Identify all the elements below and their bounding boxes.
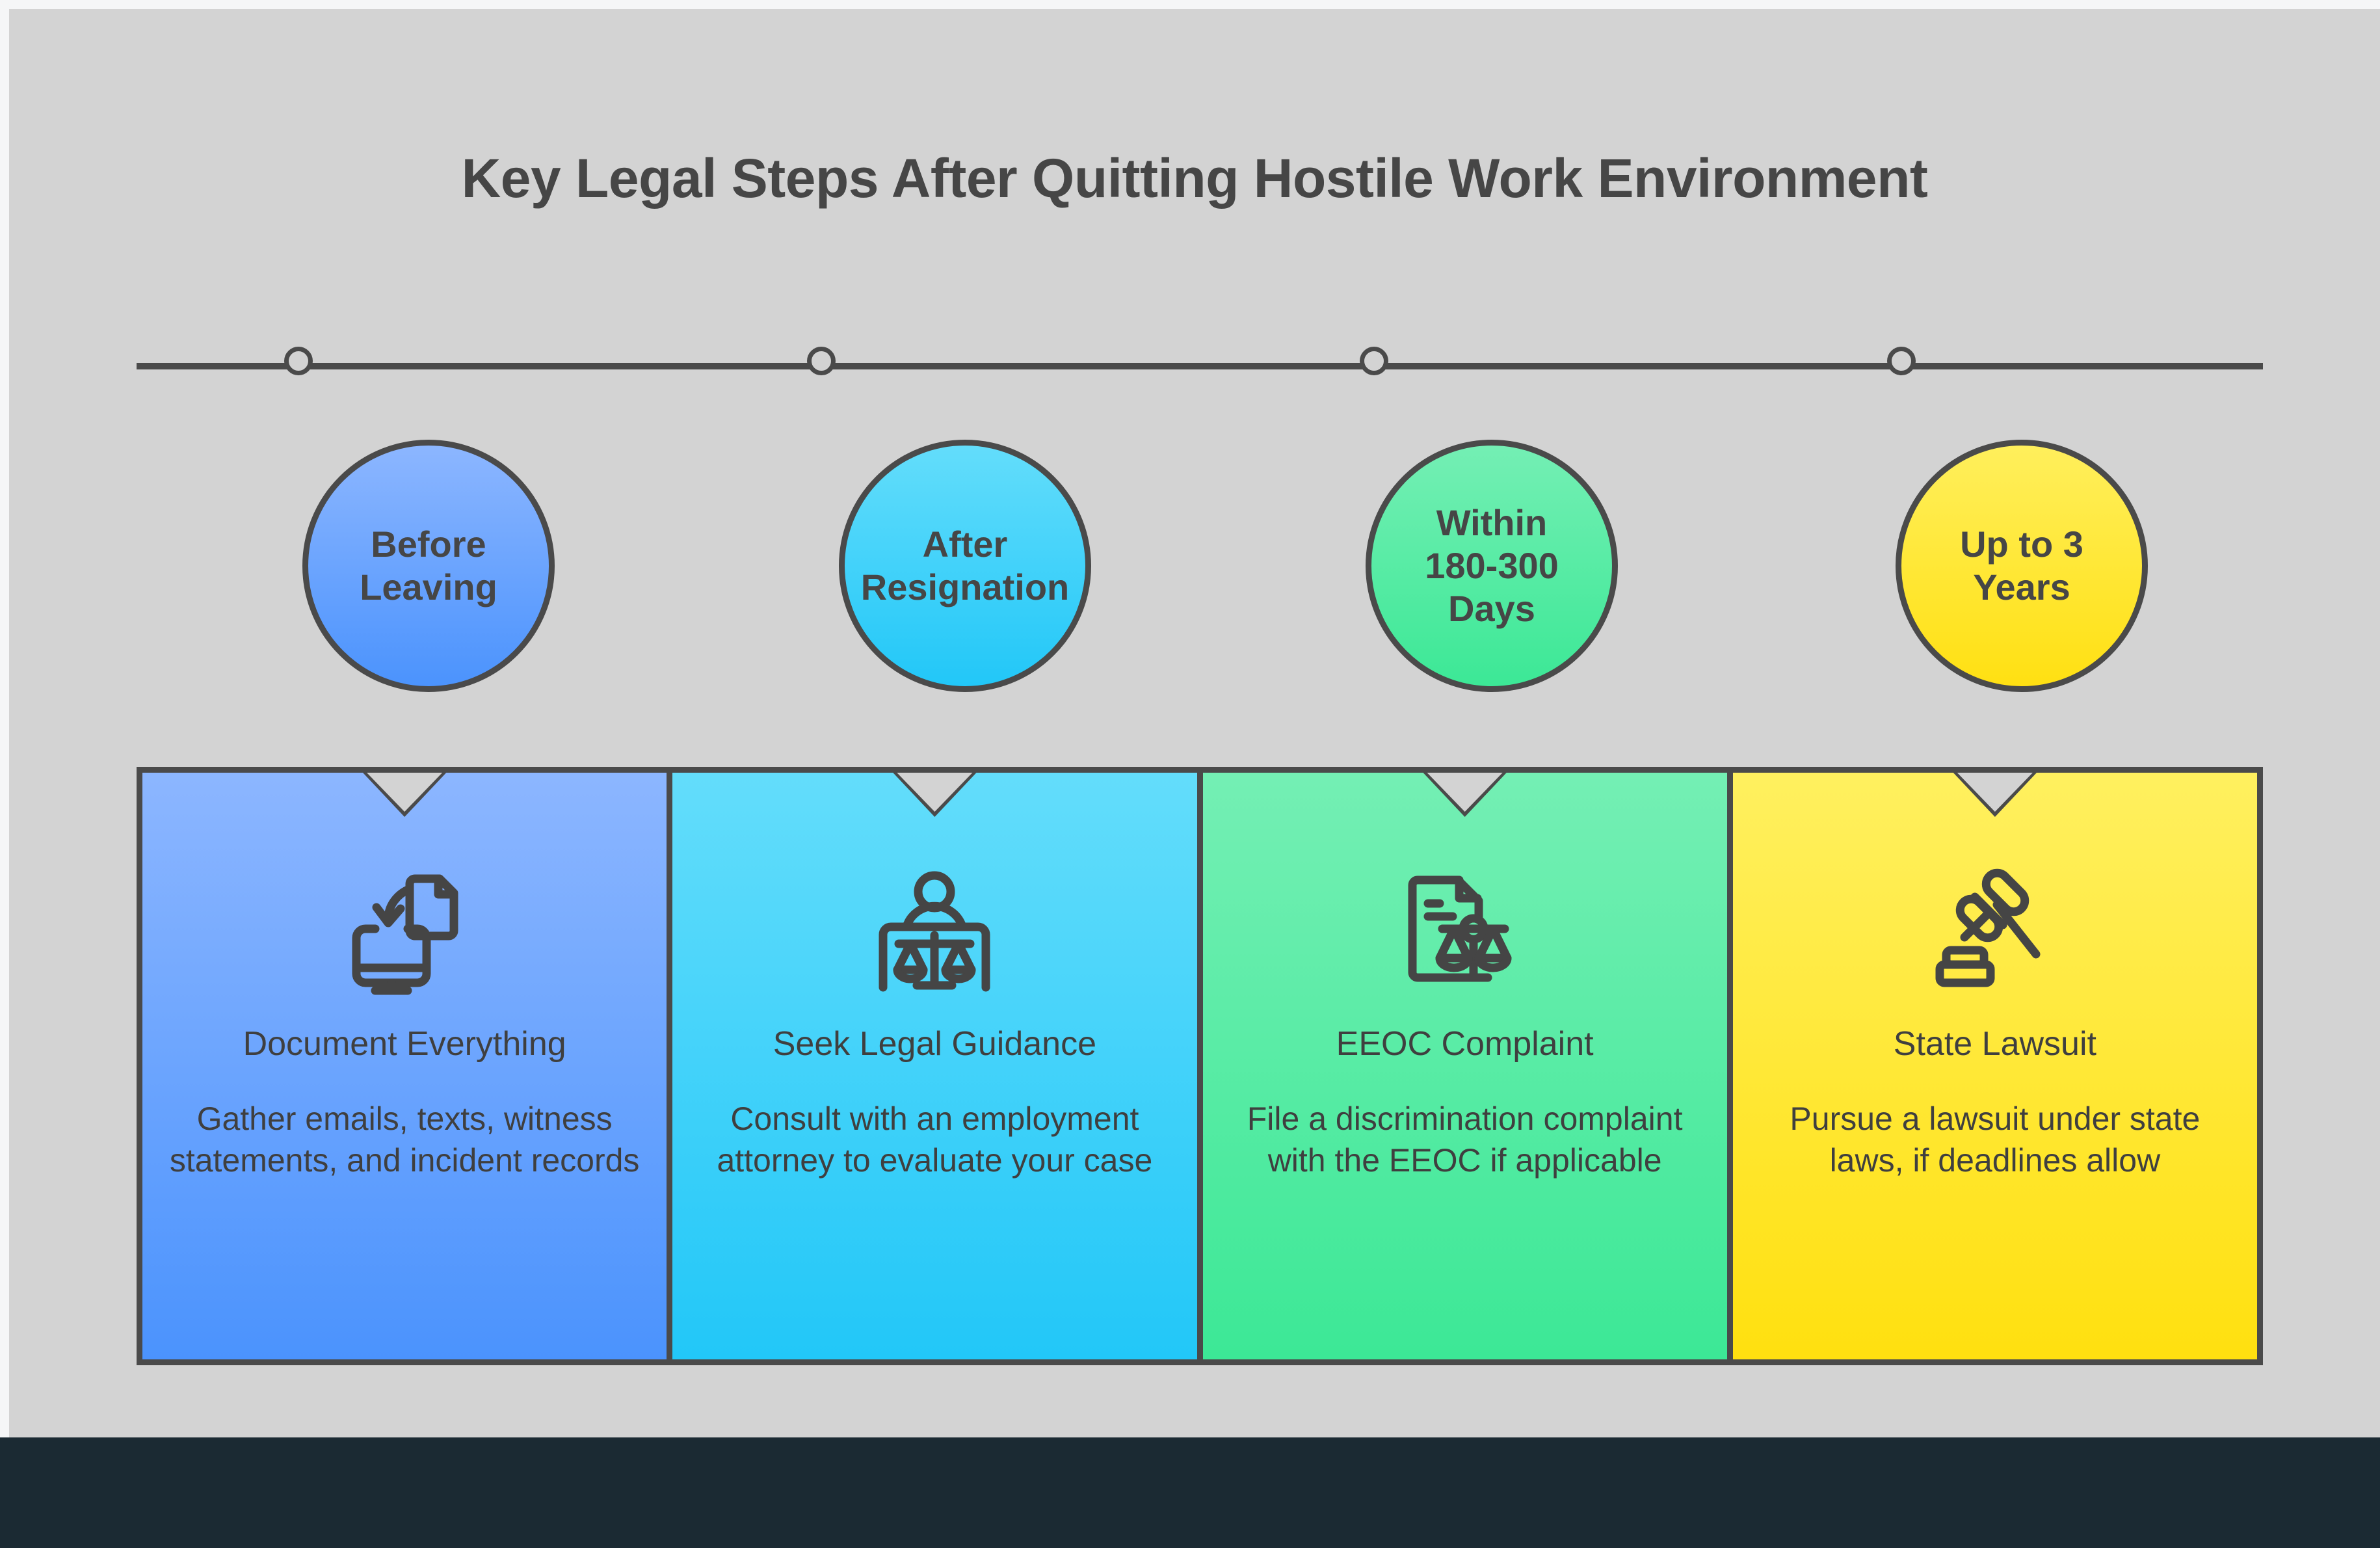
step-circle-label-2-line1: After xyxy=(922,523,1008,565)
panel-heading-4: State Lawsuit xyxy=(1893,1025,2096,1063)
step-circle-label-4-line1: Up to 3 xyxy=(1960,523,2083,565)
step-circle-label-3-line3: Days xyxy=(1448,588,1535,630)
timeline-node-2 xyxy=(806,347,836,375)
panel-eeoc-complaint[interactable]: EEOC Complaint File a discrimination com… xyxy=(1197,773,1727,1359)
panel-notch-1 xyxy=(365,773,444,812)
panel-description-4: Pursue a lawsuit under state laws, if de… xyxy=(1790,1100,2201,1179)
step-circle-label-3-line1: Within xyxy=(1436,501,1548,543)
panel-document-everything[interactable]: Document Everything Gather emails, texts… xyxy=(142,773,667,1359)
step-circle-label-2: After Resignation xyxy=(861,523,1069,609)
timeline-node-3 xyxy=(1360,347,1389,375)
panel-seek-legal-guidance[interactable]: Seek Legal Guidance Consult with an empl… xyxy=(667,773,1197,1359)
panel-state-lawsuit[interactable]: State Lawsuit Pursue a lawsuit under sta… xyxy=(1726,773,2257,1359)
panel-heading-2: Seek Legal Guidance xyxy=(773,1025,1096,1063)
step-panels-row: Document Everything Gather emails, texts… xyxy=(137,767,2263,1365)
step-circle-label-3: Within 180-300 Days xyxy=(1425,501,1559,630)
step-circle-up-to-3-years[interactable]: Up to 3 Years xyxy=(1896,440,2148,692)
panel-description-3: File a discrimination complaint with the… xyxy=(1247,1100,1683,1179)
step-circle-label-3-line2: 180-300 xyxy=(1425,544,1559,586)
attorney-scales-desk-icon xyxy=(866,864,1003,1000)
gavel-icon xyxy=(1927,864,2063,1000)
panel-heading-3: EEOC Complaint xyxy=(1336,1025,1594,1063)
panel-description-1: Gather emails, texts, witness statements… xyxy=(169,1100,640,1179)
monitor-document-download-icon xyxy=(336,864,473,1000)
panel-notch-3 xyxy=(1425,773,1504,812)
step-circle-label-1-line1: Before xyxy=(371,523,486,565)
footer-band xyxy=(0,1437,2380,1548)
page-title: Key Legal Steps After Quitting Hostile W… xyxy=(461,148,1928,209)
step-circle-label-4: Up to 3 Years xyxy=(1960,523,2083,609)
panel-notch-4 xyxy=(1955,773,2034,812)
timeline-axis xyxy=(137,347,2263,375)
infographic-canvas: Key Legal Steps After Quitting Hostile W… xyxy=(9,9,2380,1437)
step-circle-before-leaving[interactable]: Before Leaving xyxy=(302,440,555,692)
panel-heading-1: Document Everything xyxy=(243,1025,566,1063)
step-circle-within-180-300-days[interactable]: Within 180-300 Days xyxy=(1366,440,1618,692)
timeline-node-4 xyxy=(1887,347,1916,375)
panel-notch-2 xyxy=(895,773,974,812)
step-circle-label-1: Before Leaving xyxy=(360,523,497,609)
step-circle-after-resignation[interactable]: After Resignation xyxy=(839,440,1091,692)
step-circle-label-1-line2: Leaving xyxy=(360,567,497,607)
legal-document-scales-icon xyxy=(1397,864,1533,1000)
panel-description-2: Consult with an employment attorney to e… xyxy=(717,1100,1153,1179)
step-circles-row: Before Leaving After Resignation Within … xyxy=(9,440,2380,700)
step-circle-label-4-line2: Years xyxy=(1973,567,2070,607)
step-circle-label-2-line2: Resignation xyxy=(860,567,1070,607)
timeline-node-1 xyxy=(284,347,313,375)
